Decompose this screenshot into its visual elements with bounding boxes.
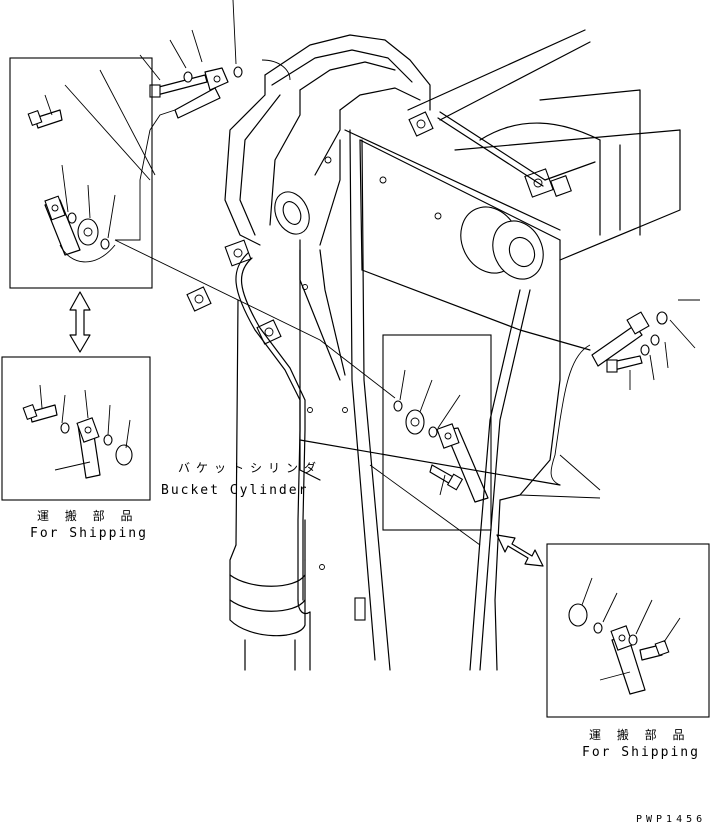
left-shipping-label-en: For Shipping — [30, 526, 148, 541]
bucket-cylinder-label-en: Bucket Cylinder — [161, 483, 309, 498]
pivot-pins — [274, 156, 544, 570]
right-exploded-parts — [550, 299, 700, 491]
double-arrow-diagonal-icon — [496, 534, 544, 567]
center-inset-box — [382, 334, 492, 531]
left-inset-box — [9, 57, 153, 289]
right-shipping-parts — [568, 577, 681, 695]
right-shipping-label-en: For Shipping — [582, 745, 700, 760]
center-inset-parts — [393, 369, 489, 503]
left-inset-parts — [27, 94, 116, 263]
bucket-cylinder — [229, 299, 311, 671]
right-shipping-label-jp: 運 搬 部 品 — [589, 728, 691, 742]
grease-pipes — [235, 111, 596, 615]
left-shipping-label-jp: 運 搬 部 品 — [37, 509, 139, 523]
pipe-clamps — [186, 111, 572, 621]
top-exploded-parts — [139, 0, 291, 119]
leader-lines — [64, 69, 601, 546]
bucket-cylinder-label-jp: バケットシリンダ — [178, 461, 323, 475]
left-shipping-box — [1, 356, 151, 501]
left-shipping-parts — [22, 384, 133, 479]
right-shipping-box — [546, 543, 710, 718]
arm-structure — [224, 29, 681, 671]
double-arrow-vertical-icon — [69, 291, 91, 353]
drawing-code: PWP1456 — [636, 814, 707, 825]
